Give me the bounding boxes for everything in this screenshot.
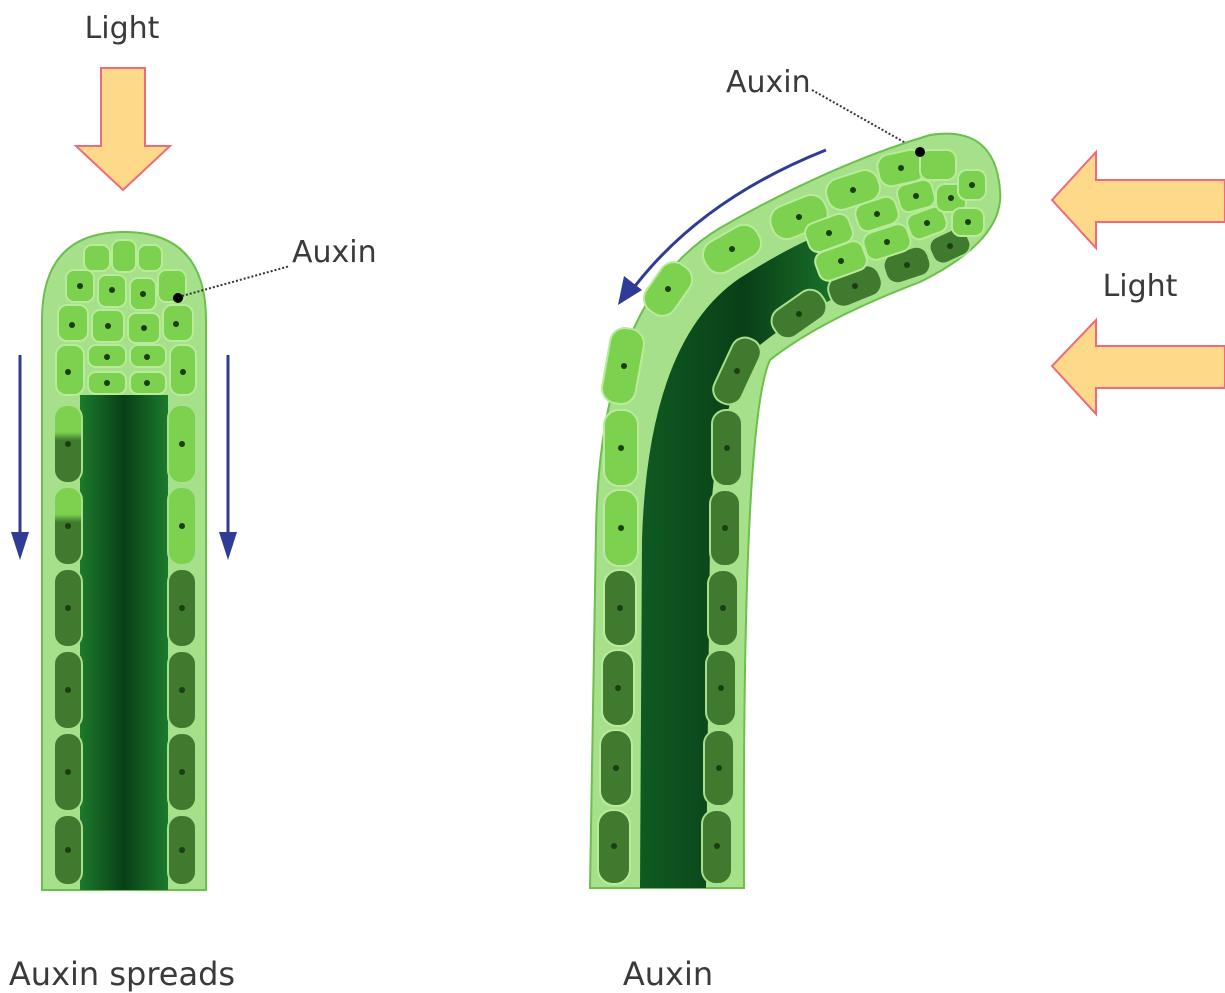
left-caption: Auxin spreads [9,955,235,993]
left-flow-arrow-right-icon [219,355,237,560]
right-auxin-leader-line [812,90,918,150]
left-shoot-core [80,395,168,890]
right-light-arrow-bottom-icon [1052,320,1225,414]
right-light-arrow-top-icon [1052,152,1225,248]
right-auxin-label: Auxin [726,65,811,100]
right-light-label: Light [1103,269,1178,304]
left-auxin-dot [173,293,183,303]
left-light-label: Light [85,11,160,46]
left-flow-arrow-left-icon [11,355,29,560]
right-panel: Auxin [590,65,1225,993]
left-light-arrow-icon [76,68,170,190]
right-caption: Auxin [623,955,713,993]
left-auxin-label: Auxin [292,235,377,270]
right-auxin-dot [915,147,925,157]
left-panel: Light [9,11,377,993]
